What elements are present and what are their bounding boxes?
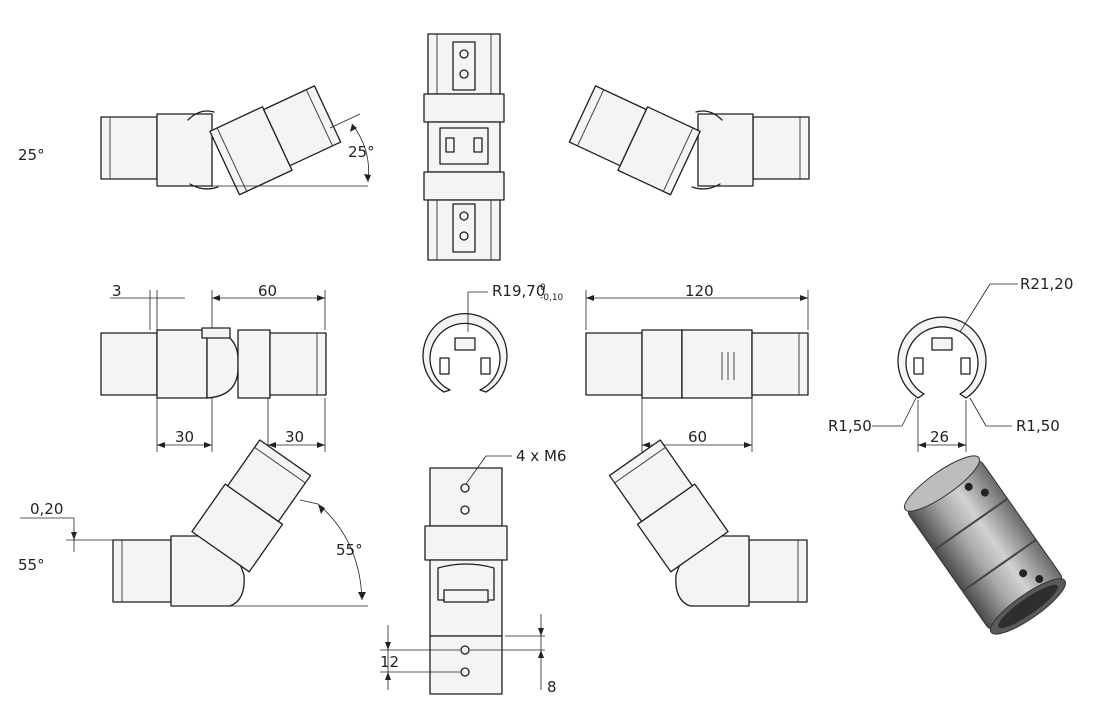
view-front-bottom — [380, 455, 545, 695]
dim-120-label: 120 — [685, 282, 714, 300]
profile-section-inner — [422, 291, 508, 393]
dim-0-20-label: 0,20 — [30, 500, 63, 518]
view-25deg-right — [568, 85, 810, 196]
radius-left-label: R1,50 — [828, 417, 872, 435]
radius-right-label: R1,50 — [1016, 417, 1060, 435]
view-55deg-right — [608, 439, 808, 607]
view-straight-right — [585, 290, 809, 452]
view-straight-left — [100, 290, 327, 452]
angle-55-dim-label: 55° — [336, 541, 363, 559]
connector-3d-render — [903, 455, 1067, 635]
view-front-top — [423, 33, 505, 261]
dim-3-label: 3 — [112, 282, 122, 300]
dim-30-left-label: 30 — [175, 428, 194, 446]
angle-25-dim-label: 25° — [348, 143, 375, 161]
view-25deg-left — [100, 85, 371, 196]
dim-60-bottom-label: 60 — [688, 428, 707, 446]
holes-label: 4 x M6 — [516, 447, 566, 465]
dim-8-label: 8 — [547, 678, 557, 696]
angle-55-side-label: 55° — [18, 556, 45, 574]
view-55deg-left — [20, 439, 368, 607]
radius-outer-label: R21,20 — [1020, 275, 1073, 293]
dim-12-label: 12 — [380, 653, 399, 671]
radius-inner-label: R19,70 — [492, 282, 545, 300]
angle-25-side-label: 25° — [18, 146, 45, 164]
dim-30-right-label: 30 — [285, 428, 304, 446]
tolerance-upper-label: 0 — [540, 283, 546, 293]
profile-section-outer — [872, 283, 1018, 452]
dim-60-top-label: 60 — [258, 282, 277, 300]
tolerance-lower-label: -0,10 — [540, 293, 564, 303]
slot-width-label: 26 — [930, 428, 949, 446]
